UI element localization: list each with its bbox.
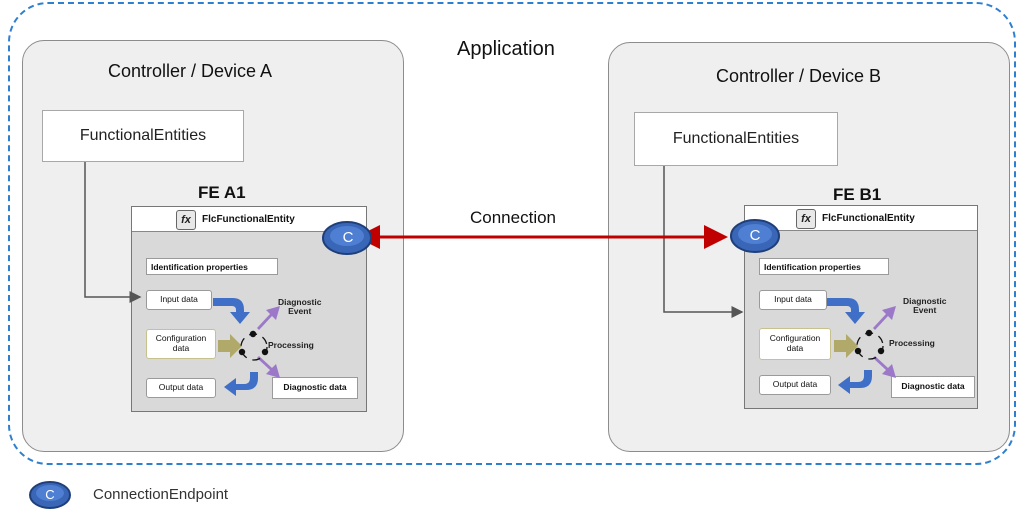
fe-b1-identification-properties[interactable]: Identification properties <box>759 258 889 275</box>
fe-a1-identification-properties[interactable]: Identification properties <box>146 258 278 275</box>
connection-endpoint-b-icon <box>730 219 780 253</box>
fe-b1-entity-name: FlcFunctionalEntity <box>822 213 915 224</box>
fe-b1-header: fx FlcFunctionalEntity <box>745 206 977 231</box>
fe-a1-input-data[interactable]: Input data <box>146 290 212 310</box>
fe-a1-title: FE A1 <box>198 183 246 202</box>
fe-b1-title: FE B1 <box>833 185 882 204</box>
fe-a1-configuration-data[interactable]: Configuration data <box>146 329 216 359</box>
device-a-functional-entities[interactable]: FunctionalEntities <box>42 110 244 162</box>
application-boundary <box>8 2 1016 465</box>
legend-label: ConnectionEndpoint <box>93 486 229 503</box>
device-b-functional-entities[interactable]: FunctionalEntities <box>634 112 838 166</box>
fe-a1-flow-arrows <box>213 298 280 396</box>
connection-label: Connection <box>470 208 557 227</box>
fe-b1-output-data[interactable]: Output data <box>759 375 831 395</box>
legend-endpoint-letter: C <box>45 487 55 502</box>
connection-endpoint-a-icon <box>322 221 372 255</box>
fe-b1-box[interactable]: fx FlcFunctionalEntity Identification pr… <box>744 205 978 409</box>
fe-a1-diagnostic-data[interactable]: Diagnostic data <box>272 377 358 399</box>
fe-b1-diagnostic-event: Diagnostic Event <box>903 296 947 316</box>
application-title: Application <box>457 38 555 60</box>
fe-list-a-connector <box>84 162 142 303</box>
device-b-title: Controller / Device B <box>716 66 882 86</box>
fe-b1-configuration-data[interactable]: Configuration data <box>759 328 831 360</box>
fe-b1-input-data[interactable]: Input data <box>759 290 827 310</box>
fe-a1-output-data[interactable]: Output data <box>146 378 216 398</box>
fe-b1-diagnostic-data[interactable]: Diagnostic data <box>891 376 975 398</box>
fe-b1-flow-arrows <box>827 298 896 394</box>
fe-a1-diagnostic-event: Diagnostic Event <box>278 297 322 317</box>
fe-a1-processing-label: Processing <box>268 340 314 350</box>
fe-list-b-connector <box>663 166 744 318</box>
endpoint-b-letter: C <box>749 227 761 244</box>
endpoint-a-letter: C <box>342 229 354 246</box>
fx-function-icon: fx <box>796 209 816 229</box>
fx-function-icon: fx <box>176 210 196 230</box>
legend-endpoint-icon <box>29 481 71 509</box>
fe-b1-processing-label: Processing <box>889 338 935 348</box>
fe-a1-entity-name: FlcFunctionalEntity <box>202 214 295 225</box>
device-a-title: Controller / Device A <box>108 61 273 81</box>
